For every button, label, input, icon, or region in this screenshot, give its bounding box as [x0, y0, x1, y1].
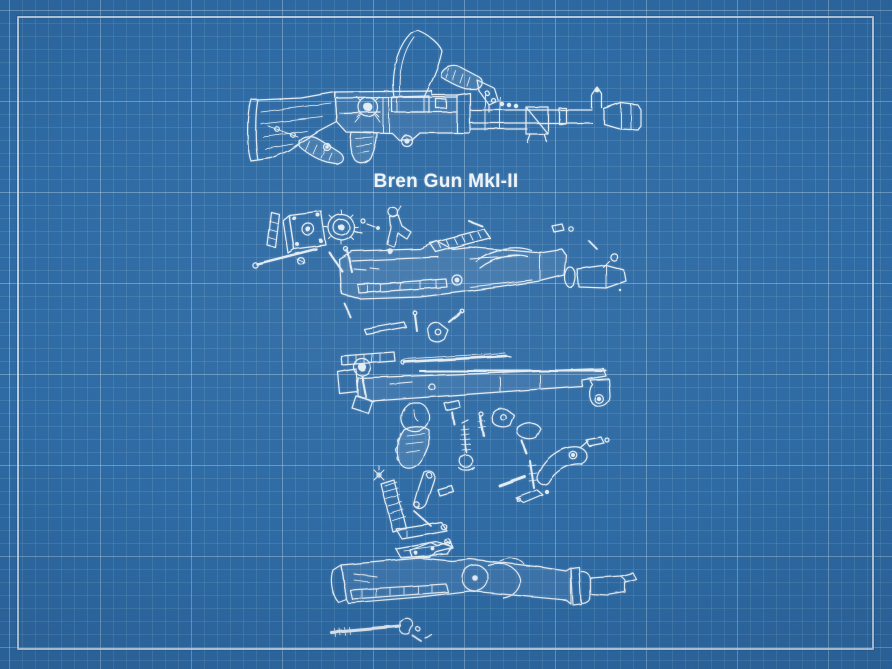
- exploded-barrel-receiver-group: [338, 240, 627, 300]
- flash-hider: [603, 102, 642, 131]
- page-title: Bren Gun MkI-II: [373, 171, 519, 192]
- assembled-gun-side-view: [247, 29, 642, 165]
- rear-grip: [298, 135, 344, 165]
- exploded-bottom-receiver-body: [330, 541, 637, 606]
- gas-regulator-part: [386, 205, 412, 254]
- paper-speck: [618, 288, 622, 292]
- exploded-small-pins-cluster: [343, 302, 465, 343]
- recoil-spring-and-rod: [458, 419, 475, 471]
- exploded-sear-lever-cluster: [477, 408, 610, 504]
- exploded-trigger-grip-group: [395, 399, 475, 471]
- pistol-grip: [349, 131, 378, 164]
- exploded-lower-receiver: [337, 357, 611, 414]
- exploded-bottom-rod: [329, 618, 432, 642]
- exploded-rods: [340, 351, 512, 366]
- front-sight: [591, 86, 603, 109]
- barrel-and-gas-system: [456, 92, 593, 143]
